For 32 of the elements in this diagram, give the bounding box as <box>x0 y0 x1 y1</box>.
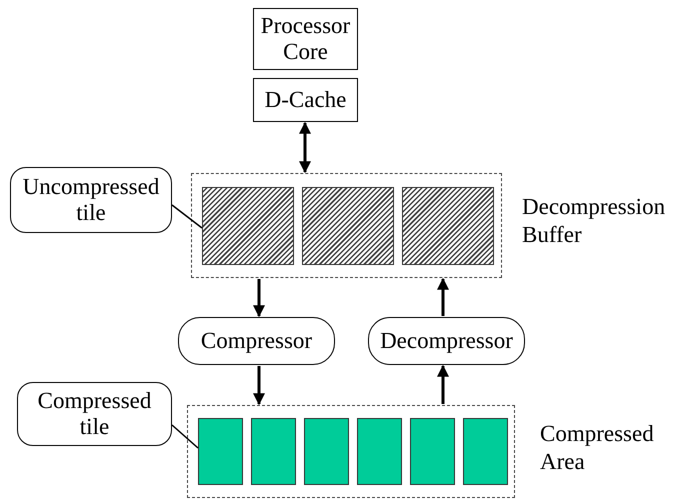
node-label: Decompressor <box>380 328 513 354</box>
callout-bubble <box>10 167 172 233</box>
hatched-tile <box>202 186 294 264</box>
storage-region <box>187 405 515 498</box>
processor-box <box>253 8 358 70</box>
region-label: Compressed Area <box>540 420 655 476</box>
process-pill <box>368 317 525 365</box>
compressed-tile <box>304 418 348 484</box>
region-label: Decompression Buffer <box>522 193 666 249</box>
buffer-region <box>191 173 502 278</box>
node-label: Processor Core <box>260 13 350 65</box>
node-label: Compressor <box>200 328 312 354</box>
compressed-tile <box>410 418 454 484</box>
callout-tail <box>172 424 198 449</box>
compressed-tile <box>250 418 296 484</box>
compressed-tile <box>198 418 242 484</box>
process-pill <box>178 317 335 365</box>
hatched-tile <box>302 186 394 264</box>
arrow <box>299 122 311 174</box>
arrow <box>253 366 265 406</box>
arrow <box>437 278 449 316</box>
compressed-tile <box>356 418 402 484</box>
cache-box <box>253 78 358 122</box>
node-label: D-Cache <box>264 87 346 113</box>
compressed-tile <box>462 418 508 484</box>
callout-bubble <box>17 382 172 446</box>
node-label: Uncompressed tile <box>22 174 160 226</box>
arrow <box>437 364 449 404</box>
callout-tail <box>172 204 202 229</box>
node-label: Compressed tile <box>36 388 152 440</box>
arrow <box>253 279 265 318</box>
hatched-tile <box>402 186 494 264</box>
